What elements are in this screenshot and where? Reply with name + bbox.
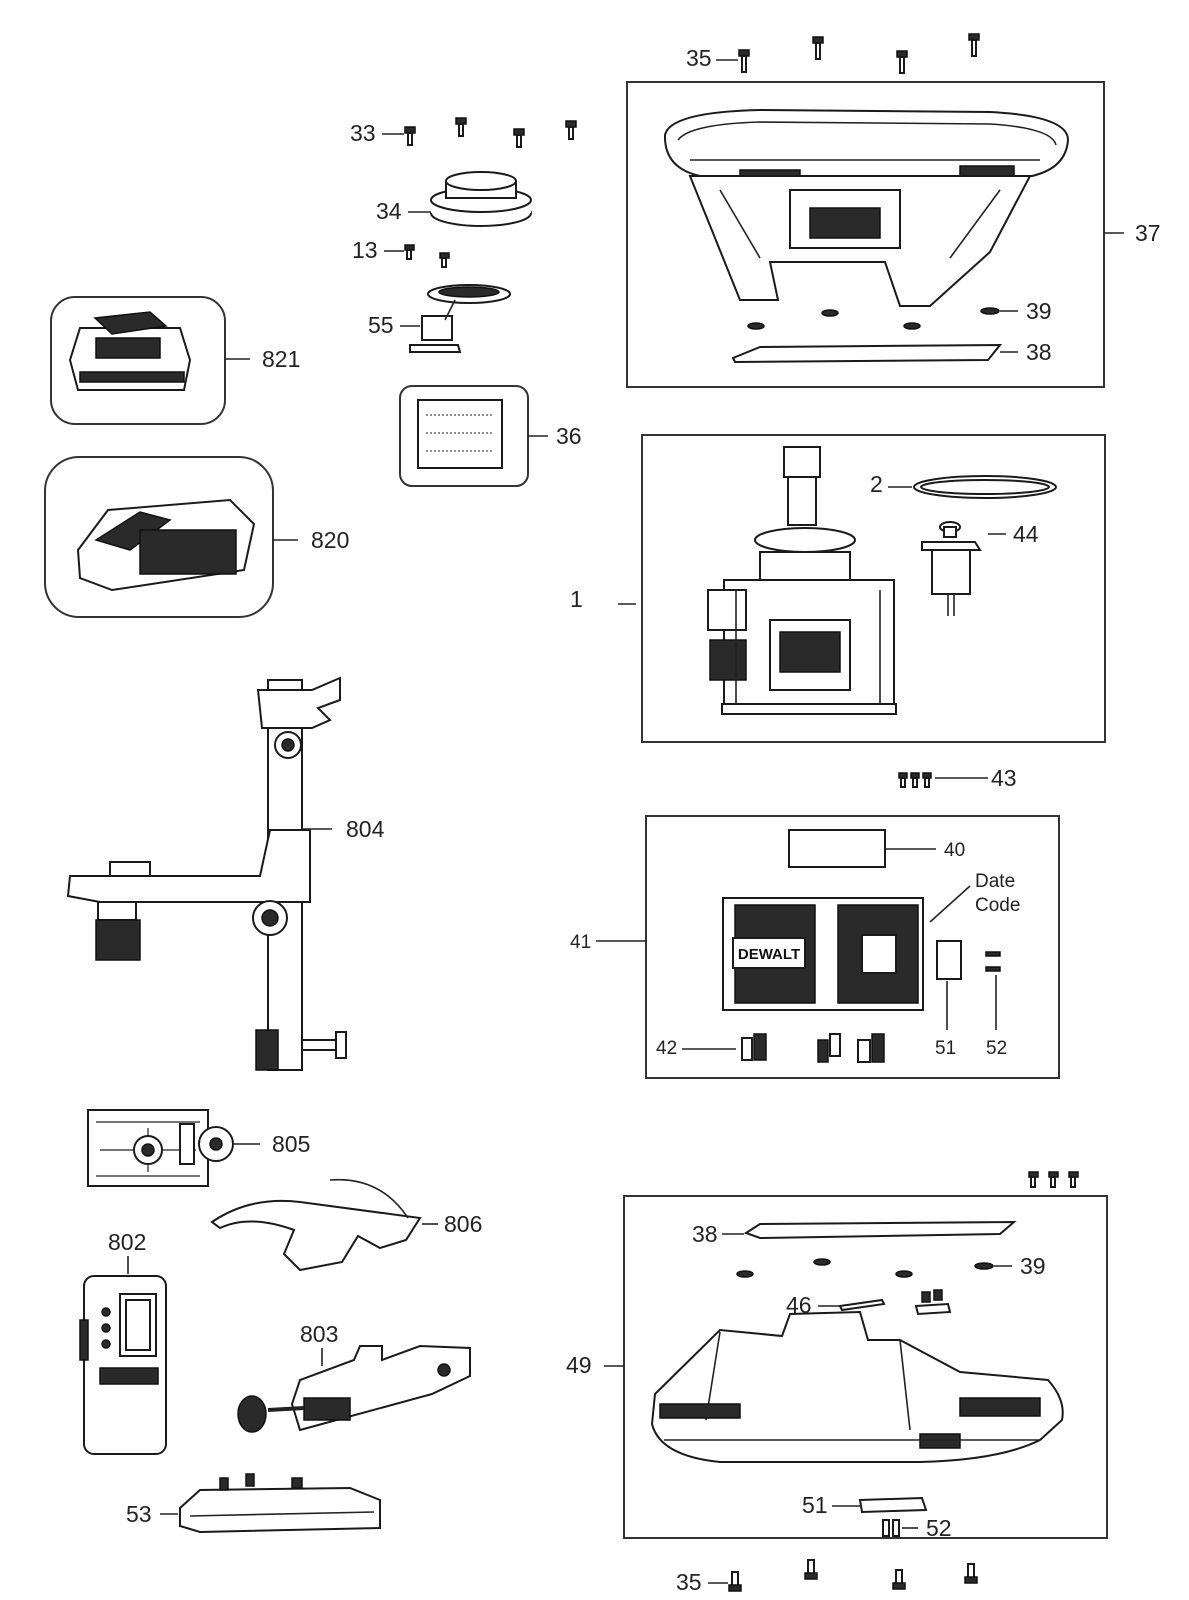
label-41: 41 xyxy=(570,932,591,953)
label-44: 44 xyxy=(1013,521,1039,547)
label-803: 803 xyxy=(300,1321,338,1347)
screw-icon xyxy=(1028,1171,1079,1188)
battery-821: 821 xyxy=(50,296,300,425)
internal-assembly-1: 1 2 44 xyxy=(570,434,1106,743)
cap-34: 34 xyxy=(376,171,532,227)
rod-clamp-803: 803 xyxy=(237,1321,471,1433)
label-51-bot: 51 xyxy=(802,1492,828,1518)
label-37: 37 xyxy=(1135,220,1161,246)
screw-icon xyxy=(404,244,450,268)
label-55: 55 xyxy=(368,312,394,338)
label-42: 42 xyxy=(656,1038,677,1059)
label-38-bot: 38 xyxy=(692,1221,718,1247)
screw-35-top-group: 35 xyxy=(686,33,980,74)
screw-icon xyxy=(898,772,932,788)
screw-13-group: 13 xyxy=(352,237,450,268)
base-plate-53: 53 xyxy=(126,1473,381,1534)
label-806: 806 xyxy=(444,1211,482,1237)
label-33: 33 xyxy=(350,120,376,146)
label-38-top: 38 xyxy=(1026,339,1052,365)
label-39-bot: 39 xyxy=(1020,1253,1046,1279)
charger-820: 820 xyxy=(44,456,349,618)
label-53: 53 xyxy=(126,1501,152,1527)
label-2: 2 xyxy=(870,471,883,497)
screw-icon xyxy=(404,117,577,148)
top-housing-assembly-37: 37 39 38 xyxy=(626,81,1161,388)
label-805: 805 xyxy=(272,1131,310,1157)
label-49: 49 xyxy=(566,1352,592,1378)
dewalt-logo-text: DEWALT xyxy=(738,946,800,963)
label-39-top: 39 xyxy=(1026,298,1052,324)
screw-43-group: 43 xyxy=(898,765,1017,791)
label-36: 36 xyxy=(556,423,582,449)
label-35-top: 35 xyxy=(686,45,712,71)
label-821: 821 xyxy=(262,346,300,372)
cover-assembly-41: 41 40 Date Code DEWALT 51 52 42 xyxy=(570,815,1060,1079)
label-804: 804 xyxy=(346,816,385,842)
label-802: 802 xyxy=(108,1229,146,1255)
screw-icon xyxy=(738,33,980,74)
screw-icon xyxy=(728,1559,978,1592)
label-1: 1 xyxy=(570,586,583,612)
date-code-label-line1: Date xyxy=(975,871,1015,892)
laser-detector-802: 802 xyxy=(79,1229,167,1455)
label-40: 40 xyxy=(944,840,965,861)
screw-33-group: 33 xyxy=(350,117,577,148)
label-plate-36: 36 xyxy=(399,385,582,487)
bottom-housing-assembly-49: 49 38 39 46 51 52 xyxy=(566,1195,1108,1541)
label-51-mid: 51 xyxy=(935,1038,956,1059)
label-820: 820 xyxy=(311,527,349,553)
date-code-label-line2: Code xyxy=(975,895,1020,916)
label-52-mid: 52 xyxy=(986,1038,1007,1059)
screw-35-bottom-group: 35 xyxy=(676,1559,978,1595)
mount-bracket-804: 804 xyxy=(66,676,385,1071)
bracket-55: 55 xyxy=(368,284,511,353)
target-plate-805: 805 xyxy=(87,1109,310,1187)
label-43: 43 xyxy=(991,765,1017,791)
label-52-bot: 52 xyxy=(926,1515,952,1541)
label-13: 13 xyxy=(352,237,378,263)
clip-icon xyxy=(741,1033,885,1063)
label-34: 34 xyxy=(376,198,402,224)
label-35-bot: 35 xyxy=(676,1569,702,1595)
safety-glasses-806: 806 xyxy=(210,1178,482,1272)
screw-bottom-box-top-group xyxy=(1028,1171,1079,1188)
